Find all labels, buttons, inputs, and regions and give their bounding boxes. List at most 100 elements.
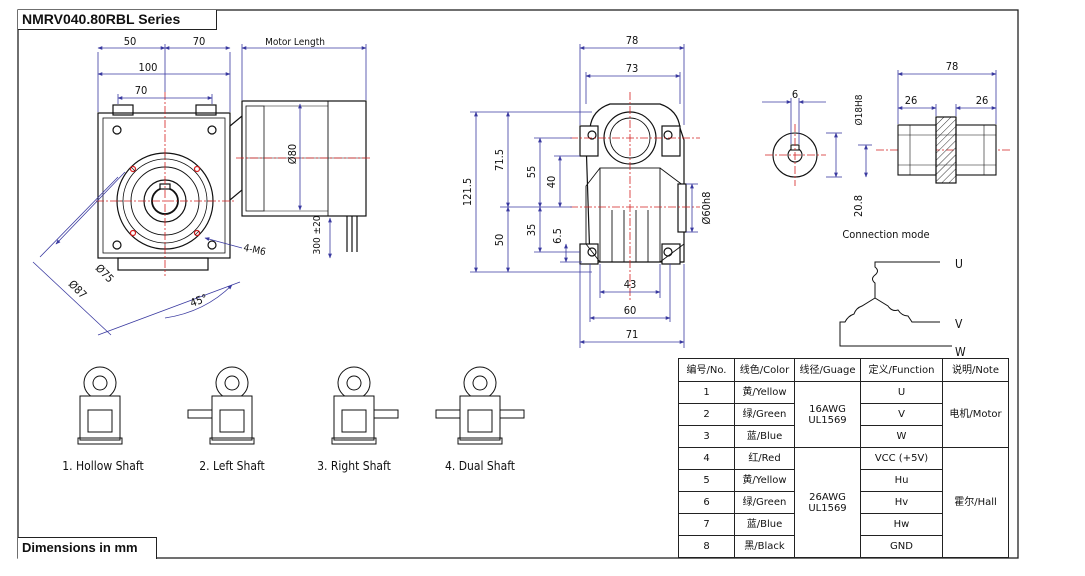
table-row: 4 红/Red 26AWG UL1569 VCC (+5V) 霍尔/Hall: [678, 447, 1009, 558]
cell-function: Hu: [860, 469, 943, 492]
dim-motor-length: Motor Length: [265, 37, 325, 48]
shaft-option-dual: [435, 366, 525, 445]
cell-no: 7: [678, 513, 735, 536]
cell-function: W: [860, 425, 943, 448]
dim-side-73: 73: [626, 62, 639, 75]
dim-shaft-78: 78: [946, 60, 959, 73]
title-block: NMRV040.80RBL Series: [18, 10, 217, 30]
side-view: [579, 103, 687, 265]
cell-color: 蓝/Blue: [734, 425, 795, 448]
front-dims: [32, 44, 367, 336]
dim-front-dia75: Ø75: [93, 262, 117, 286]
gauge-motor-ul: UL1569: [808, 414, 847, 426]
table-row: 8 黑/Black GND: [678, 535, 1009, 558]
dim-bore-dia18: Ø18H8: [853, 94, 865, 125]
dim-side-55: 55: [525, 166, 538, 179]
table-row: 6 绿/Green Hv: [678, 491, 1009, 514]
cell-gauge-hall: 26AWG UL1569: [794, 447, 861, 558]
dim-side-43: 43: [624, 278, 637, 291]
cell-function: Hw: [860, 513, 943, 536]
dim-bolt-m6: 4-M6: [242, 243, 267, 258]
cell-no: 8: [678, 535, 735, 558]
dim-keyway-6: 6: [792, 88, 798, 101]
header-note: 说明/Note: [942, 358, 1009, 382]
cell-no: 1: [678, 381, 735, 404]
cell-color: 红/Red: [734, 447, 795, 470]
dim-motor-dia: Ø80: [286, 144, 299, 164]
phase-w-label: W: [955, 345, 966, 359]
table-row: 7 蓝/Blue Hw: [678, 513, 1009, 536]
cell-no: 6: [678, 491, 735, 514]
shaft-caption-left: 2. Left Shaft: [199, 459, 265, 473]
shaft-caption-hollow: 1. Hollow Shaft: [62, 459, 143, 473]
dim-side-50: 50: [493, 234, 506, 247]
table-header-row: 编号/No. 线色/Color 线径/Guage 定义/Function 说明/…: [678, 358, 1009, 382]
dim-angle-45: 45°: [188, 292, 209, 310]
cell-color: 绿/Green: [734, 403, 795, 426]
cell-color: 绿/Green: [734, 491, 795, 514]
side-dims: [470, 44, 698, 348]
dim-front-70: 70: [135, 84, 148, 97]
cell-function: GND: [860, 535, 943, 558]
cell-function: U: [860, 381, 943, 404]
cell-function: VCC (+5V): [860, 447, 943, 470]
drawing-title: NMRV040.80RBL Series: [22, 11, 181, 27]
dim-side-40: 40: [545, 176, 558, 189]
gauge-motor-awg: 16AWG: [809, 403, 846, 415]
shaft-option-right: [331, 366, 399, 445]
dim-front-100: 100: [139, 61, 158, 74]
front-view: [97, 100, 367, 271]
dim-front-70-top: 70: [193, 35, 206, 48]
dim-side-dia60: Ø60h8: [700, 192, 713, 225]
table-row: 3 蓝/Blue W: [678, 425, 1009, 448]
header-function: 定义/Function: [860, 358, 943, 382]
dim-side-78: 78: [626, 34, 639, 47]
shaft-caption-right: 3. Right Shaft: [317, 459, 391, 473]
cell-note-motor: 电机/Motor: [942, 381, 1009, 448]
sheet-frame: [17, 9, 1019, 559]
dim-side-71: 71: [626, 328, 639, 341]
shaft-option-hollow: [77, 366, 123, 445]
cell-color: 黄/Yellow: [734, 381, 795, 404]
star-winding-diagram: [839, 261, 952, 347]
cell-function: Hv: [860, 491, 943, 514]
phase-u-label: U: [955, 257, 963, 271]
dim-side-60: 60: [624, 304, 637, 317]
cell-note-hall: 霍尔/Hall: [942, 447, 1009, 558]
dim-shaft-26-right: 26: [976, 94, 989, 107]
dim-lead-length: 300 ±20: [312, 215, 323, 254]
shaft-dims: [762, 70, 997, 178]
shaft-detail: [897, 116, 997, 184]
gauge-hall-ul: UL1569: [808, 502, 847, 514]
cell-color: 黄/Yellow: [734, 469, 795, 492]
header-color: 线色/Color: [734, 358, 795, 382]
cell-no: 4: [678, 447, 735, 470]
dim-side-121-5: 121.5: [461, 178, 474, 206]
wiring-table: 编号/No. 线色/Color 线径/Guage 定义/Function 说明/…: [678, 358, 1009, 558]
dim-side-6-5: 6.5: [551, 228, 564, 244]
dim-side-35: 35: [525, 224, 538, 237]
header-no: 编号/No.: [678, 358, 735, 382]
motor-body: [241, 100, 367, 217]
shaft-caption-dual: 4. Dual Shaft: [445, 459, 515, 473]
cell-no: 5: [678, 469, 735, 492]
dim-shaft-26-left: 26: [905, 94, 918, 107]
shaft-option-left: [187, 366, 255, 445]
table-row: 1 黄/Yellow 16AWG UL1569 U 电机/Motor: [678, 381, 1009, 448]
units-note-block: Dimensions in mm: [18, 537, 157, 559]
units-note: Dimensions in mm: [22, 540, 138, 555]
dim-side-71-5: 71.5: [493, 149, 506, 171]
dim-front-dia87: Ø87: [66, 278, 90, 302]
cell-color: 蓝/Blue: [734, 513, 795, 536]
dim-keyway-20-8: 20.8: [852, 195, 865, 217]
gauge-hall-awg: 26AWG: [809, 491, 846, 503]
cell-no: 3: [678, 425, 735, 448]
cell-no: 2: [678, 403, 735, 426]
connection-mode-caption: Connection mode: [842, 228, 929, 241]
phase-v-label: V: [955, 317, 963, 331]
cell-color: 黑/Black: [734, 535, 795, 558]
cell-gauge-motor: 16AWG UL1569: [794, 381, 861, 448]
cell-function: V: [860, 403, 943, 426]
header-gauge: 线径/Guage: [794, 358, 861, 382]
